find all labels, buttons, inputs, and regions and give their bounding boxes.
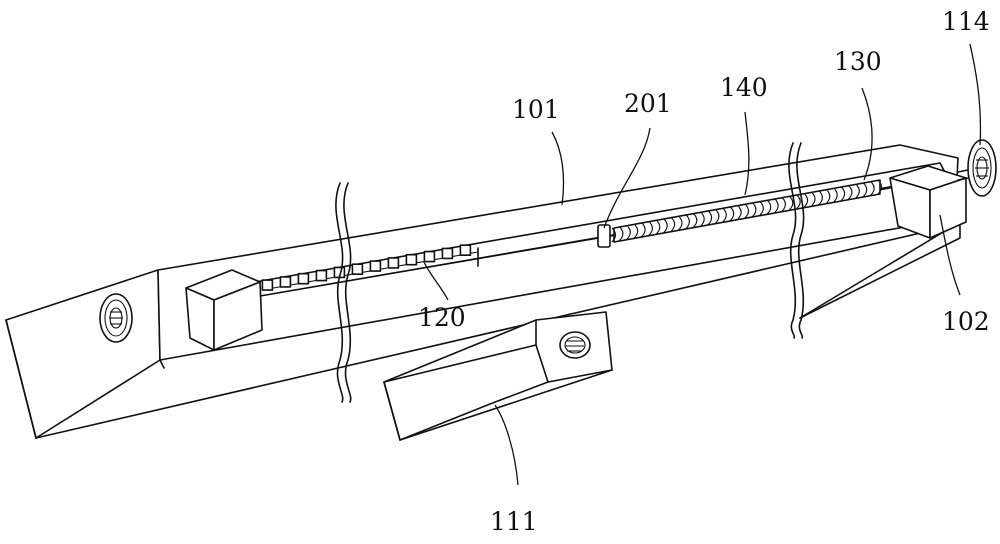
label-101: 101 — [512, 95, 560, 124]
screw-thread — [788, 195, 794, 211]
leader-140 — [744, 111, 750, 196]
screw-thread — [744, 203, 750, 219]
leader-lines — [423, 43, 982, 486]
screw-thread — [685, 214, 690, 230]
screw-thread — [840, 186, 846, 202]
screw-thread — [641, 222, 646, 238]
screw-thread — [618, 226, 624, 242]
clamp-knob — [559, 331, 591, 359]
screw-thread — [818, 190, 823, 206]
reference-numerals: 101 201 140 130 114 102 120 111 — [418, 7, 990, 536]
label-120: 120 — [418, 303, 466, 332]
screw-thread — [877, 179, 883, 195]
screw-thread — [678, 215, 683, 231]
rack-tooth — [423, 250, 436, 263]
screw-thread — [655, 219, 661, 235]
screw-thread — [648, 220, 653, 236]
slot-201 — [597, 224, 611, 248]
leader-111 — [494, 404, 519, 486]
rack-tooth — [279, 276, 292, 288]
right-handwheel — [957, 139, 997, 197]
screw-thread — [729, 206, 735, 222]
rack-tooth — [315, 269, 328, 282]
screw-thread — [803, 192, 809, 208]
leader-130 — [861, 87, 873, 181]
screw-thread — [862, 182, 868, 198]
rack-tooth — [405, 253, 418, 266]
screw-thread — [633, 223, 639, 239]
screw-thread — [707, 210, 713, 226]
label-140: 140 — [720, 73, 768, 102]
rack-gear — [261, 244, 479, 291]
screw-thread — [825, 188, 831, 204]
bottom-clamp — [383, 311, 613, 441]
screw-thread — [751, 202, 757, 218]
screw-thread — [855, 183, 860, 199]
screw-thread — [774, 198, 779, 214]
screw-thread — [847, 184, 853, 200]
screw-thread — [670, 216, 676, 232]
leader-201 — [603, 127, 651, 229]
lead-screw — [611, 179, 883, 243]
rack-tooth — [387, 257, 400, 269]
screw-thread — [737, 204, 742, 220]
screw-thread — [714, 208, 720, 224]
rack-tooth — [459, 244, 472, 256]
screw-thread — [781, 196, 786, 212]
screw-thread — [626, 224, 631, 240]
left-bearing — [99, 293, 133, 343]
rack-tooth — [261, 279, 274, 291]
break-lines — [335, 142, 805, 403]
leader-120 — [423, 261, 449, 301]
screw-thread — [759, 200, 764, 216]
screw-thread — [811, 191, 816, 207]
label-111: 111 — [490, 507, 538, 536]
label-201: 201 — [624, 89, 672, 118]
right-end-block — [889, 165, 967, 239]
screw-thread — [796, 194, 801, 210]
screw-thread — [663, 218, 668, 234]
label-130: 130 — [834, 47, 882, 76]
leader-114 — [969, 43, 982, 146]
leader-101 — [551, 131, 565, 206]
screw-thread — [870, 180, 875, 196]
screw-thread — [692, 212, 698, 228]
leader-102 — [939, 214, 961, 296]
rack-tooth — [297, 272, 310, 285]
left-slider-block — [185, 269, 263, 351]
rack-tooth — [369, 260, 382, 272]
rack-tooth — [441, 247, 454, 260]
beam-bottom-edge — [35, 224, 956, 439]
label-102: 102 — [942, 307, 990, 336]
screw-thread — [766, 199, 772, 215]
screw-thread — [611, 227, 617, 243]
label-114: 114 — [942, 7, 990, 36]
screw-thread — [700, 211, 705, 227]
screw-thread — [833, 187, 838, 203]
screw-thread — [722, 207, 727, 223]
rack-tooth — [351, 263, 364, 276]
